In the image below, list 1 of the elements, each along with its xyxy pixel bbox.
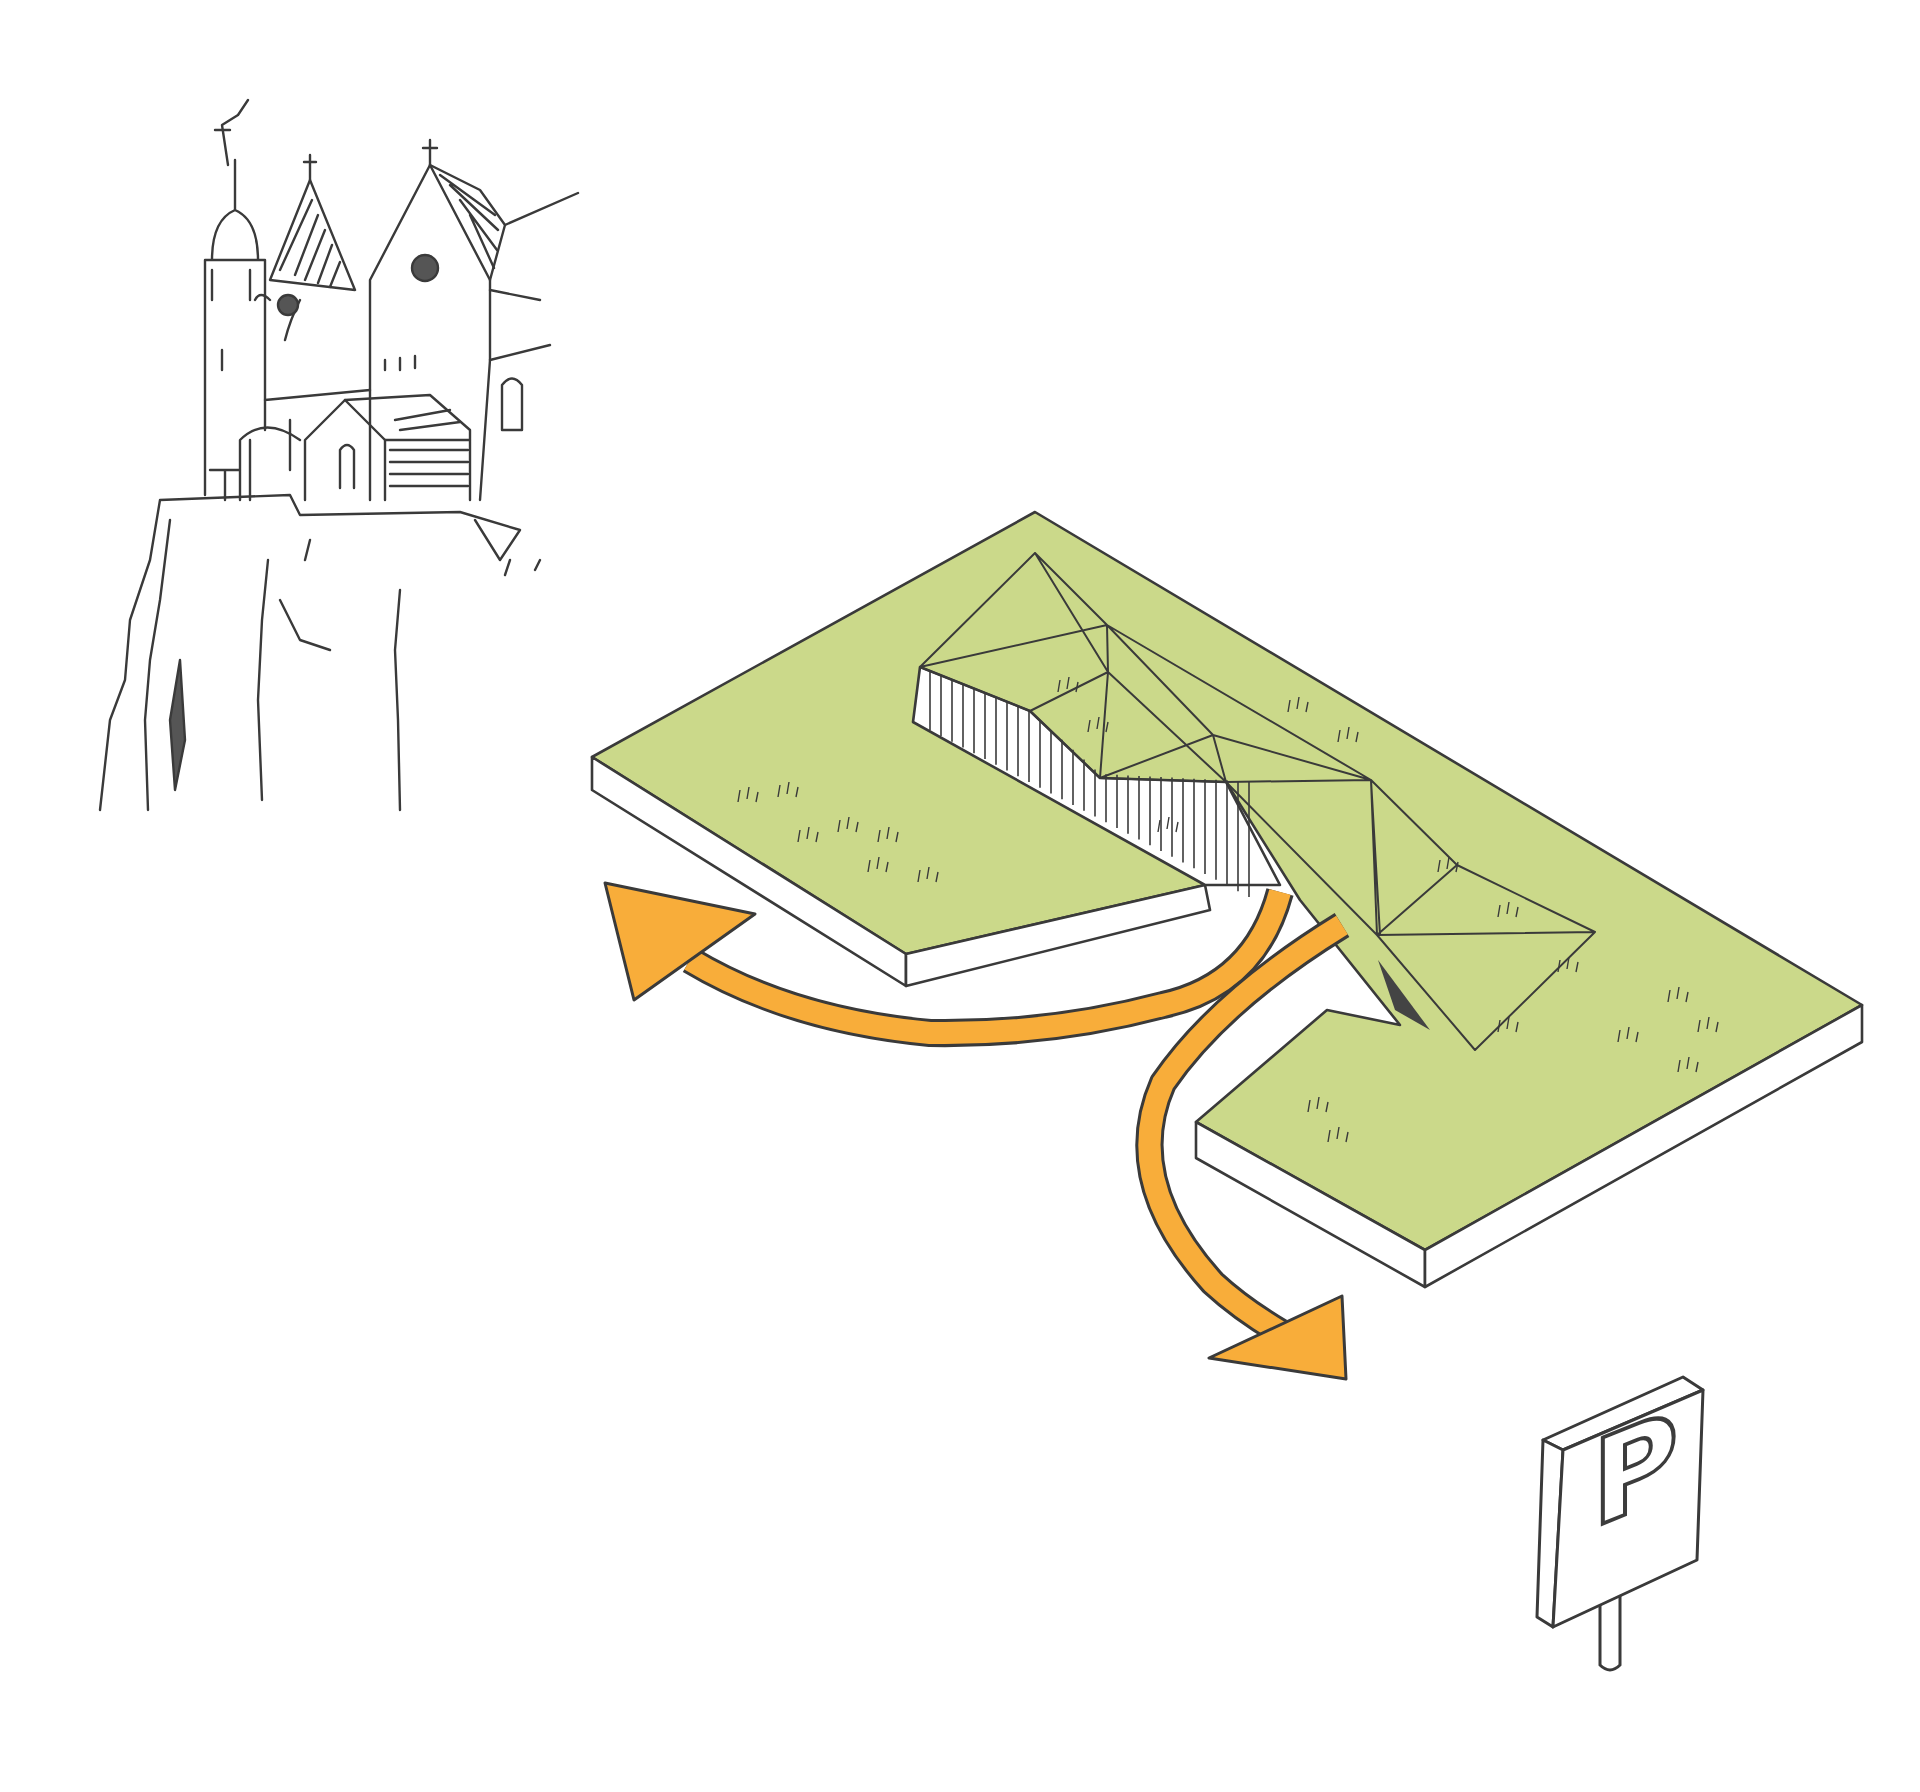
sign-letter: P	[1592, 1393, 1679, 1546]
